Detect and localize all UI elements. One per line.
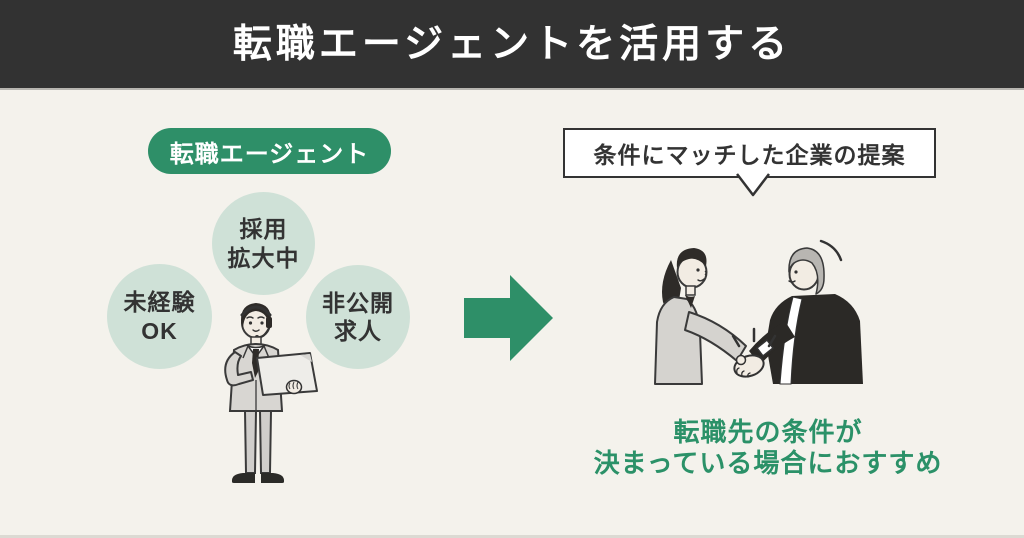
agent-label: 転職エージェント: [169, 140, 370, 168]
callout-pointer-icon: [736, 173, 770, 197]
caption-line: 転職先の条件が: [673, 417, 863, 447]
bubble-line: OK: [141, 317, 178, 344]
agent-label-badge: 転職エージェント: [148, 128, 391, 174]
bubble-recruit-expanding: 採用 拡大中: [212, 192, 315, 295]
caption-line: 決まっている場合におすすめ: [593, 447, 943, 478]
arrow-right-icon: [464, 275, 553, 361]
bubble-private-openings: 非公開 求人: [306, 265, 410, 369]
callout-box: 条件にマッチした企業の提案: [563, 128, 936, 197]
bubble-no-experience-ok: 未経験 OK: [107, 264, 212, 369]
bubble-line: 採用: [239, 216, 288, 243]
bubble-line: 拡大中: [227, 244, 300, 271]
bubble-line: 未経験: [123, 289, 196, 316]
page-title: 転職エージェントを活用する: [232, 22, 792, 66]
callout-text: 条件にマッチした企業の提案: [593, 142, 906, 168]
bubble-line: 求人: [334, 318, 382, 344]
bubble-line: 非公開: [322, 289, 394, 316]
header-bar: 転職エージェントを活用する: [0, 0, 1024, 90]
handshake-illustration: [654, 239, 863, 385]
agent-illustration: [224, 303, 318, 483]
caption-text: 転職先の条件が 決まっている場合におすすめ: [588, 417, 948, 478]
